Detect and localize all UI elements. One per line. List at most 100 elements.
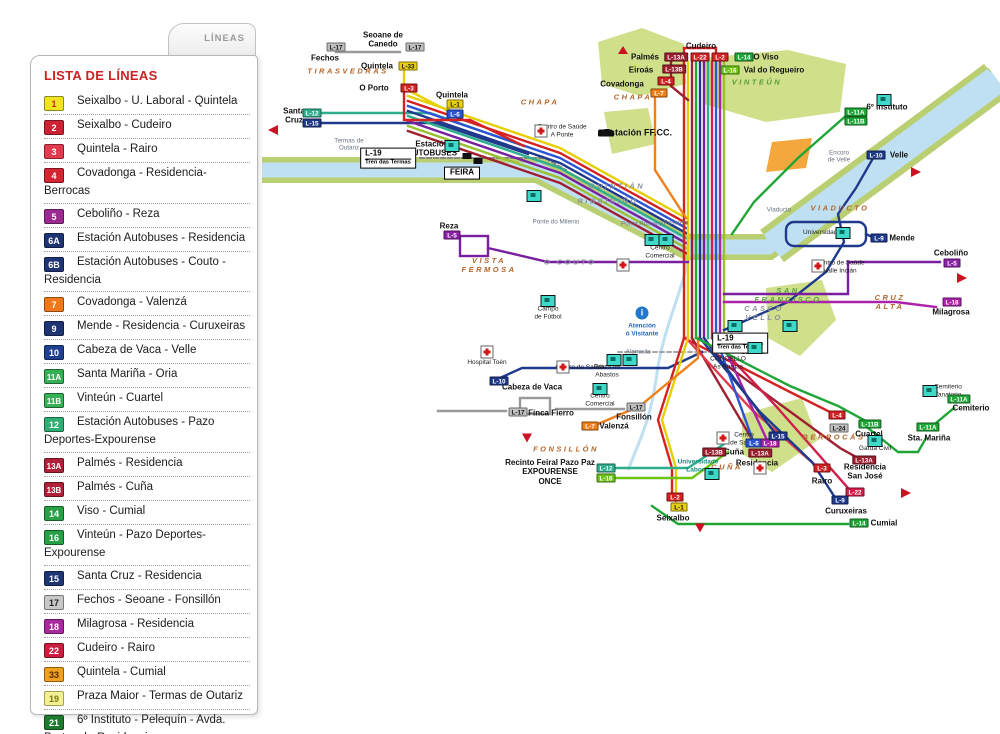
map-place-label: Cudeiro (685, 41, 717, 51)
line-badge: 12 (44, 417, 64, 433)
map-place-label: Reza (439, 221, 459, 231)
map-line-badge: L-5 (443, 230, 461, 240)
line-list-item[interactable]: 1 Seixalbo - U. Laboral - Quintela (44, 91, 250, 115)
map-line-badge: L-11B (844, 116, 868, 126)
panel-tab-lineas[interactable]: LÍNEAS (168, 23, 256, 57)
arrow-down-icon (695, 523, 705, 533)
map-line-badge: L-11A (947, 394, 971, 404)
teal-icon (644, 234, 660, 246)
map-place-label: Sta. Mariña (907, 433, 951, 443)
line-badge: 1 (44, 96, 64, 111)
map-place-label: CONCELLO As Burgas (710, 355, 746, 370)
map-line-badge: L-12 (596, 463, 616, 473)
map-line-badge: L-7 (581, 421, 599, 431)
line-list-item[interactable]: 15 Santa Cruz - Residencia (44, 566, 250, 590)
map-place-label: Hospital Toén (467, 359, 507, 367)
line-label: Vinteún - Cuartel (77, 392, 164, 405)
map-line-badge: L-33 (398, 61, 418, 71)
teal-icon (876, 94, 892, 106)
map-line-badge: L-11B (858, 419, 882, 429)
line-label: Fechos - Seoane - Fonsillón (77, 593, 221, 606)
map-line-badge: L-10 (866, 150, 886, 160)
train-icon (598, 129, 614, 137)
map-place-label: Ponte Romana (620, 220, 664, 228)
map-place-label: Pasarela (663, 219, 689, 227)
health-icon (616, 258, 630, 272)
line-label: Covadonga - Valenzá (77, 296, 187, 309)
line-label: Milagrosa - Residencia (77, 617, 194, 630)
map-area-label: VINTEÚN (731, 77, 783, 87)
map-line-badge: L-18 (942, 297, 962, 307)
map-place-label: Finca Fierro (528, 408, 574, 418)
line-label: Santa Cruz - Residencia (77, 569, 202, 582)
map-place-label: Cuña (724, 447, 744, 457)
map-line-badge: L-3 (400, 83, 418, 93)
map-line-badge: L-22 (845, 487, 865, 497)
teal-icon (592, 383, 608, 395)
map-line-badge: L-13B (662, 64, 686, 74)
map-place-label: Ponte do Milenio (532, 218, 580, 226)
line-label: Cabeza de Vaca - Velle (77, 344, 197, 357)
line-badge: 13A (44, 458, 64, 474)
line-label: Viso - Cumial (77, 505, 146, 518)
map-line-badge: L-17 (508, 407, 528, 417)
map-place-label: Palmés (630, 52, 660, 62)
map-place-label: Cabeza de Vaca (501, 382, 563, 392)
map-place-label: Recinto Feiral Pazo Paz EXPOURENSE ONCE (505, 457, 595, 486)
line-badge: 21 (44, 714, 64, 730)
line-label: Seixalbo - U. Laboral - Quintela (77, 95, 238, 107)
map-place-label: Estación FF.CC. (603, 127, 673, 138)
map-line-badge: L-22 (690, 52, 710, 62)
line-label: Cudeiro - Rairo (77, 641, 155, 654)
teal-icon (658, 234, 674, 246)
map-area-label: FONSILLÓN (533, 444, 599, 454)
map-line-badge: L-24 (829, 423, 849, 433)
line-label: Praza Maior - Termas de Outariz (77, 689, 243, 702)
map-place-label: Quintela (360, 61, 394, 71)
map-place-label: Rairo (811, 476, 833, 486)
map-place-label: Fechos (310, 53, 340, 63)
line-label: Quintela - Cumial (77, 665, 166, 678)
line-label: Estación Autobuses - Couto - Residencia (44, 255, 226, 286)
map-line-badge: L-12 (302, 108, 322, 118)
line-label: Palmés - Cuña (77, 481, 154, 494)
map-place-label: Milagrosa (932, 307, 970, 317)
line-label: Ceboliño - Reza (77, 207, 160, 220)
line-badge: 6A (44, 232, 64, 248)
line-label: Seixalbo - Cudeiro (77, 119, 172, 131)
map-place-label: Seixalbo (656, 513, 690, 523)
line-list-item[interactable]: 7 Covadonga - Valenzá (44, 292, 250, 317)
health-icon (534, 124, 548, 138)
line-label: Estación Autobuses - Residencia (77, 231, 246, 244)
map-area-label: VISTA FERMOSA (461, 256, 517, 274)
map-line-badge: L-2 (666, 492, 684, 502)
line-badge: 15 (44, 570, 64, 586)
line-list-item[interactable]: 6A Estación Autobuses - Residencia (44, 228, 250, 252)
line-badge: 9 (44, 321, 64, 337)
line-badge: 7 (44, 297, 64, 313)
line-label: Covadonga - Residencia-Berrocas (44, 167, 207, 197)
map-line-badge: L-5 (943, 258, 961, 268)
map-place-label: Ceboliño (933, 248, 969, 258)
bus-icon (473, 158, 483, 164)
